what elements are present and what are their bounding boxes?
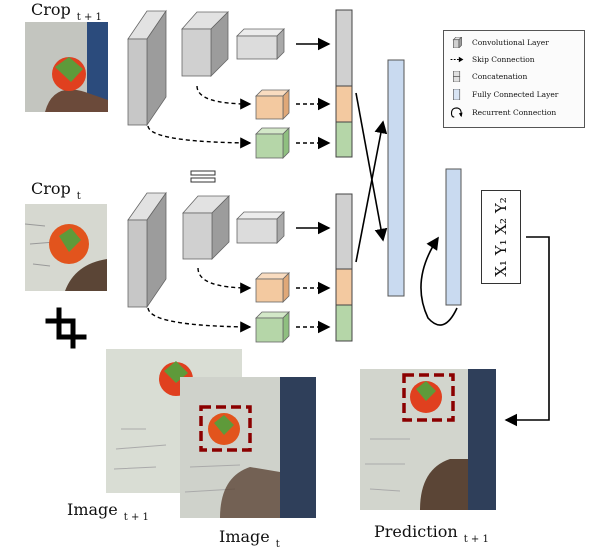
concat-icon	[453, 71, 461, 82]
conv-layer-large-bottom	[127, 191, 167, 309]
fully-connected-layer-1	[387, 59, 405, 297]
crop-t1-label: Crop t + 1	[31, 0, 102, 23]
prediction-photo	[360, 369, 496, 510]
legend-text-conv: Convolutional Layer	[472, 38, 549, 47]
fc-layer-icon	[453, 89, 461, 100]
legend-text-skip: Skip Connection	[472, 55, 535, 64]
crop-t1-photo	[25, 22, 108, 112]
crop-t1-picture	[25, 22, 108, 112]
legend-text-concat: Concatenation	[472, 72, 528, 81]
bbox-image-t	[199, 405, 252, 452]
conv-layer-small-top	[236, 28, 285, 60]
crop-t-sub: t	[76, 191, 81, 202]
equals-sign	[190, 170, 216, 183]
image-t1-sub: t + 1	[123, 512, 149, 523]
prediction-t1-label: Prediction t + 1	[374, 522, 489, 545]
prediction-picture	[360, 369, 496, 510]
image-t1-main: Image	[67, 500, 118, 519]
conv-layer-mid-top	[181, 11, 229, 77]
green-block-top	[255, 127, 290, 159]
orange-block-top	[255, 89, 290, 120]
bbox-prediction	[402, 373, 455, 422]
crop-t1-sub: t + 1	[76, 12, 102, 23]
conv-layer-icon	[452, 37, 463, 48]
image-t-sub: t	[275, 539, 280, 550]
recurrent-icon	[450, 107, 463, 118]
green-block-bottom	[255, 311, 290, 343]
crop-t-main: Crop	[31, 179, 71, 198]
concatenation-column-top	[335, 9, 353, 158]
concatenation-column-bottom	[335, 193, 353, 342]
image-t-main: Image	[219, 527, 270, 546]
output-coordinates-text: X₁ Y₁ X₂ Y₂	[492, 197, 510, 277]
crop-t-photo	[25, 204, 107, 291]
legend: Convolutional Layer Skip Connection Conc…	[443, 30, 585, 128]
conv-layer-mid-bottom	[182, 195, 230, 260]
prediction-t1-main: Prediction	[374, 522, 458, 541]
crop-t-picture	[25, 204, 107, 291]
output-to-prediction-arrow	[504, 236, 550, 427]
recurrent-loop-arrow	[420, 236, 458, 326]
prediction-t1-sub: t + 1	[463, 534, 489, 545]
crop-t1-main: Crop	[31, 0, 71, 19]
crop-icon	[45, 307, 87, 349]
legend-text-recurrent: Recurrent Connection	[472, 108, 557, 117]
skip-arrow-icon	[450, 56, 464, 63]
image-t1-label: Image t + 1	[67, 500, 149, 523]
orange-block-bottom	[255, 272, 290, 303]
conv-layer-large-top	[127, 9, 167, 127]
conv-layer-small-bottom	[236, 211, 285, 244]
legend-text-fc: Fully Connected Layer	[472, 90, 559, 99]
fully-connected-layer-2	[445, 168, 462, 306]
output-coordinates-box: X₁ Y₁ X₂ Y₂	[481, 190, 521, 284]
